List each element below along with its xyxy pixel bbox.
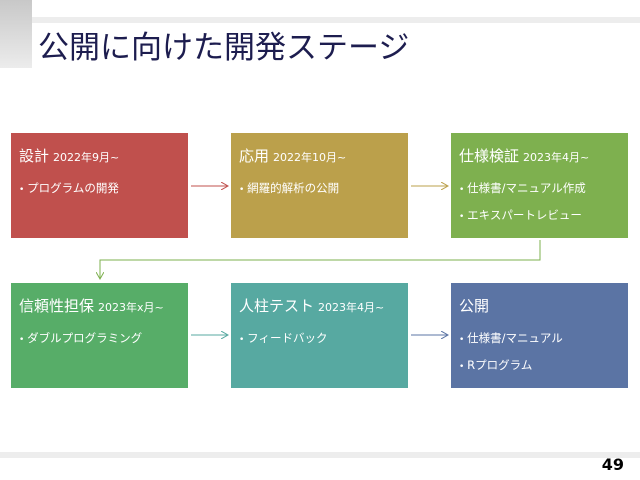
stage-date: 2023年4月~ xyxy=(523,151,590,164)
stage-name: 公開 xyxy=(459,297,490,315)
stage-item: エキスパートレビュー xyxy=(459,207,620,223)
stage-item: 仕様書/マニュアル作成 xyxy=(459,180,620,196)
bottom-bar xyxy=(0,452,640,458)
stage-name: 人柱テスト xyxy=(239,297,315,315)
stage-item: プログラムの開発 xyxy=(19,180,180,196)
arrow-3-4 xyxy=(100,240,541,279)
stage-date: 2023年4月~ xyxy=(318,301,385,314)
stage-item: Rプログラム xyxy=(459,357,620,373)
stage-name: 応用 xyxy=(239,147,270,165)
stage-item: 網羅的解析の公開 xyxy=(239,180,400,196)
stage-date: 2022年10月~ xyxy=(273,151,347,164)
stage-box-release: 公開 仕様書/マニュアル Rプログラム xyxy=(451,283,628,388)
corner-decoration xyxy=(0,0,32,68)
stage-name: 仕様検証 xyxy=(459,147,520,165)
top-bar xyxy=(32,17,640,23)
slide-title: 公開に向けた開発ステージ xyxy=(38,30,410,66)
page-number: 49 xyxy=(601,455,624,474)
stage-name: 設計 xyxy=(19,147,50,165)
stage-item: ダブルプログラミング xyxy=(19,330,180,346)
stage-date: 2023年x月~ xyxy=(98,301,164,314)
stage-date: 2022年9月~ xyxy=(53,151,120,164)
stage-name: 信頼性担保 xyxy=(19,297,95,315)
stage-item: 仕様書/マニュアル xyxy=(459,330,620,346)
stage-item: フィードバック xyxy=(239,330,400,346)
